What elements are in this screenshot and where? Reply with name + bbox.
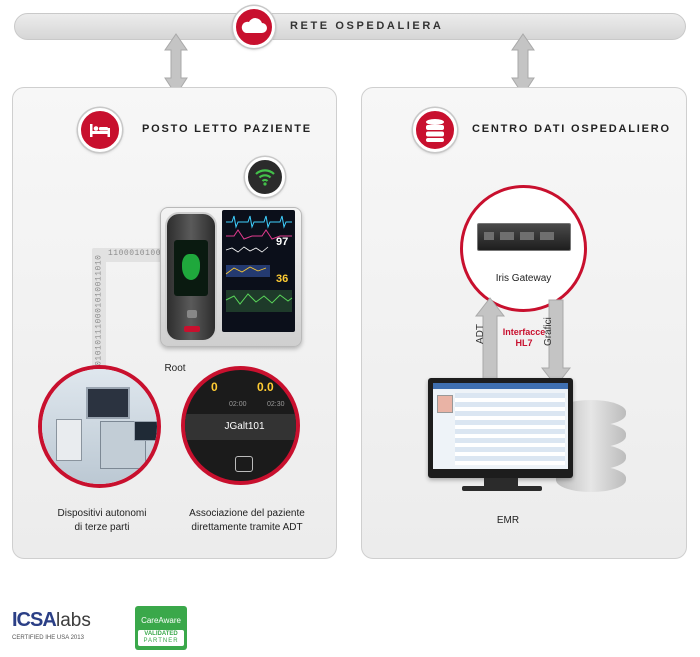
radical-handheld (165, 212, 217, 342)
adt-arrow-label: ADT (475, 324, 486, 344)
careaware-logo: CareAware VALIDATED PARTNER (135, 606, 187, 650)
third-party-zoom (38, 365, 161, 488)
zoom-time-2: 02:30 (267, 401, 285, 408)
icsa-labs-logo: ICSA labs CERTIFIED IHE USA 2013 (12, 609, 102, 651)
third-party-side-monitor (134, 421, 157, 441)
emr-base (462, 486, 542, 491)
charts-down-arrow (540, 299, 572, 387)
icsa-logo-text: ICSA (12, 609, 57, 631)
third-party-caption-line1: Dispositivi autonomi (57, 508, 147, 519)
radical-red-connector (184, 326, 200, 332)
zoom-home-button[interactable] (235, 456, 253, 472)
zoom-patient-id: JGalt101 (224, 421, 265, 432)
data-stream-vertical: 10010101110001010011010 (94, 254, 104, 377)
network-title: RETE OSPEDALIERA (290, 20, 444, 32)
lungs-graphic (182, 254, 200, 280)
radical-home-button[interactable] (187, 310, 197, 318)
gateway-server (477, 223, 571, 251)
hl7-arrows (474, 297, 572, 387)
wifi-badge (245, 157, 285, 197)
third-party-caption-line2: di terze parti (74, 522, 130, 533)
network-icon-badge (233, 6, 275, 48)
icsa-logo-suffix: labs (56, 610, 91, 631)
adt-caption-line1: Associazione del paziente (189, 508, 305, 519)
gateway-label: Iris Gateway (495, 273, 552, 284)
zoom-value-1: 0 (211, 380, 218, 394)
careaware-logo-sub2: PARTNER (143, 638, 179, 644)
datacenter-network-arrow (511, 33, 535, 96)
adt-caption-line2: direttamente tramite ADT (191, 522, 303, 533)
root-monitor-screen (222, 210, 295, 332)
interface-label-line1: Interfacce (502, 327, 546, 337)
interface-label-line2: HL7 (515, 338, 533, 348)
wifi-icon (255, 169, 275, 186)
careaware-logo-text: CareAware (141, 616, 181, 625)
zoom-value-2: 0.0 (257, 380, 274, 394)
bed-icon (90, 124, 110, 137)
data-stream-cable: 1100010100 10010101110001010011010 (92, 248, 168, 377)
datacenter-icon-badge (413, 108, 457, 152)
radical-screen (174, 240, 208, 296)
interface-label: Interfacce HL7 (497, 327, 551, 349)
third-party-pump-rack (56, 419, 82, 461)
network-link-arrows (164, 33, 535, 96)
database-icon (426, 119, 444, 142)
zoom-id-bar (185, 414, 296, 440)
bedside-title: POSTO LETTO PAZIENTE (142, 123, 312, 135)
monitor-value-pr: 36 (276, 273, 289, 285)
data-stream-horizontal: 1100010100 (108, 249, 162, 258)
monitor-value-spo2: 97 (276, 236, 289, 248)
emr-stand (484, 478, 518, 486)
third-party-monitor (86, 387, 130, 419)
emr-label: EMR (496, 515, 520, 526)
third-party-caption: Dispositivi autonomi di terze parti (28, 507, 176, 535)
network-bar (14, 13, 686, 40)
cloud-icon (241, 18, 267, 33)
icsa-logo-sub: CERTIFIED IHE USA 2013 (12, 635, 84, 641)
adt-caption: Associazione del paziente direttamente t… (172, 507, 322, 535)
root-monitor-waveforms (225, 215, 293, 312)
bedside-network-arrow (164, 33, 188, 96)
datacenter-panel (361, 87, 687, 559)
careaware-logo-sub1: VALIDATED (144, 631, 178, 637)
emr-screen (433, 383, 568, 469)
bedside-icon-badge (78, 108, 122, 152)
datacenter-title: CENTRO DATI OSPEDALIERO (472, 123, 671, 135)
adt-zoom: 0 0.0 02:00 02:30 JGalt101 (181, 366, 300, 485)
root-label: Root (164, 363, 186, 374)
emr-monitor (428, 378, 573, 478)
gateway-zoom: Iris Gateway (460, 185, 587, 312)
zoom-time-1: 02:00 (229, 401, 247, 408)
